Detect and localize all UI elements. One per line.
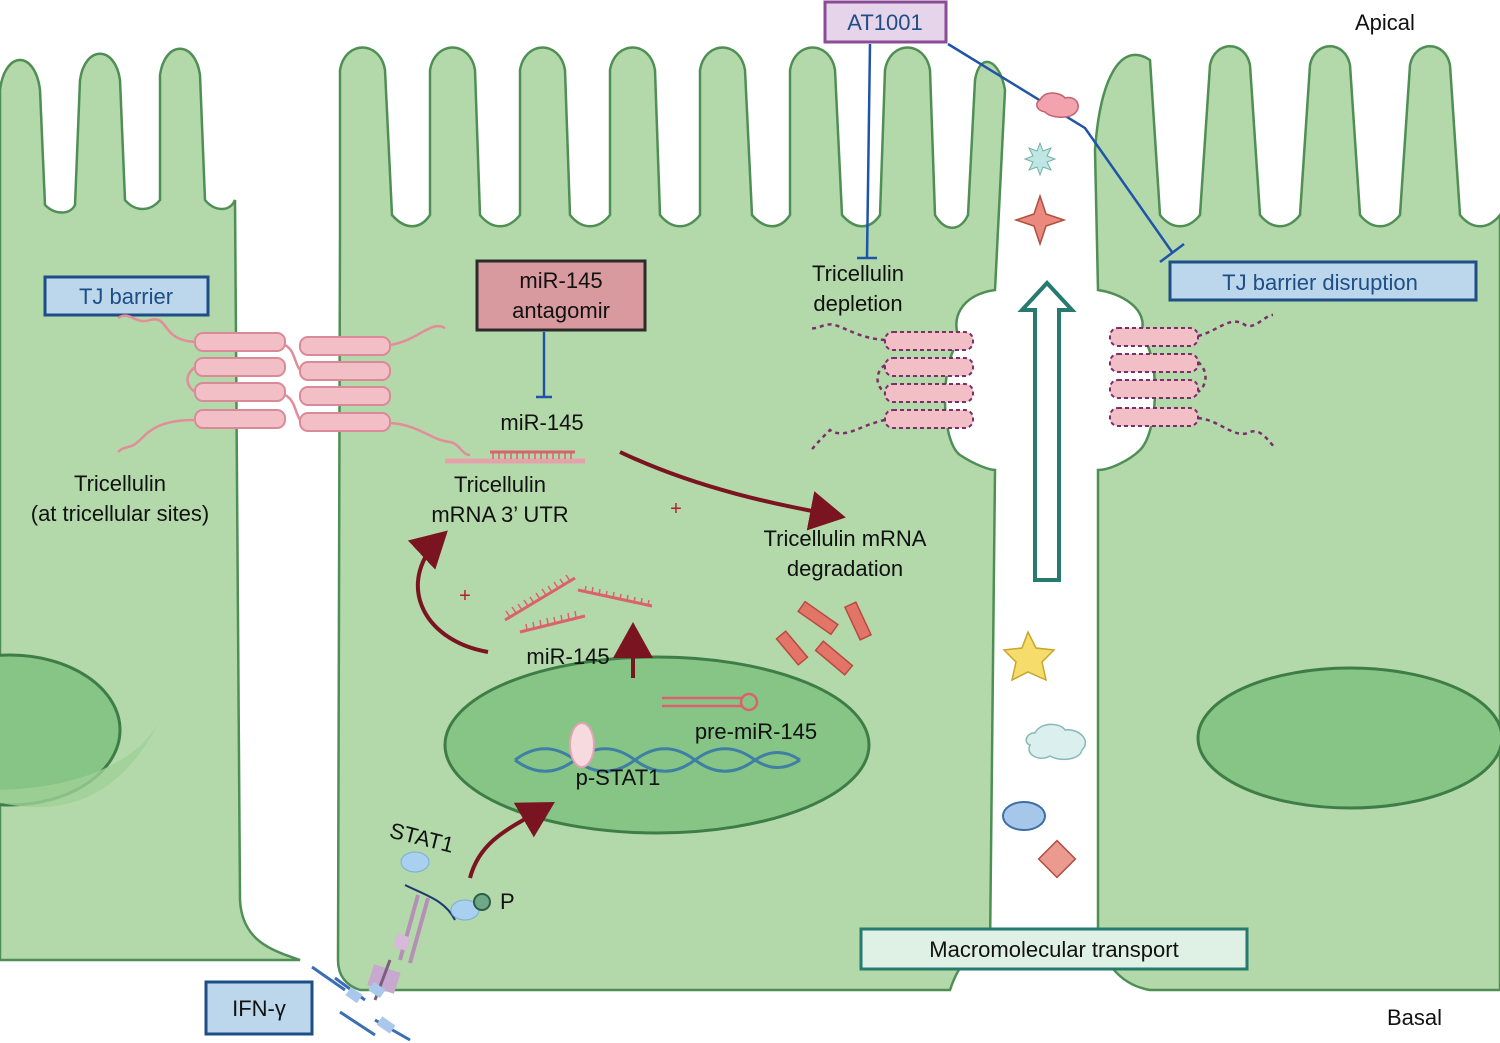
stat1-molecule xyxy=(400,851,430,873)
right-epithelial-cell xyxy=(1093,45,1500,992)
svg-text:Macromolecular transport: Macromolecular transport xyxy=(929,937,1178,962)
svg-text:TJ barrier: TJ barrier xyxy=(79,284,173,309)
mature-mir145-strands xyxy=(504,574,653,634)
degradation-label-1: Tricellulin mRNA xyxy=(764,526,927,551)
svg-text:AT1001: AT1001 xyxy=(847,10,922,35)
macromolecules xyxy=(1002,92,1087,879)
depletion-label-2: depletion xyxy=(813,291,902,316)
tricellulin-left-label-2: (at tricellular sites) xyxy=(31,501,209,526)
mir145-to-utr-arrow xyxy=(407,530,489,654)
at1001-box: AT1001 xyxy=(823,0,948,44)
tricellulin-left-label-1: Tricellulin xyxy=(74,471,166,496)
degradation-label-2: degradation xyxy=(787,556,903,581)
tricellulin-junction-intact xyxy=(117,314,471,457)
tj-barrier-disruption-box: TJ barrier disruption xyxy=(1168,260,1478,302)
right-nucleus xyxy=(1196,666,1500,810)
phosphate-group xyxy=(473,893,491,911)
svg-text:miR-145: miR-145 xyxy=(519,268,602,293)
macromolecular-transport-arrow xyxy=(1017,280,1077,582)
degradation-arrow xyxy=(619,450,846,531)
tj-barrier-box: TJ barrier xyxy=(43,275,210,317)
svg-text:antagomir: antagomir xyxy=(512,298,610,323)
utr-label-2: mRNA 3’ UTR xyxy=(431,502,568,527)
phosphate-label: P xyxy=(500,889,515,914)
tricellulin-junction-depleted-left xyxy=(808,323,974,453)
mir145-mrna-duplex xyxy=(445,450,585,464)
mir145-antagomir-box: miR-145 antagomir xyxy=(475,259,647,332)
ifn-gamma-ligand xyxy=(311,965,411,1042)
phosphorylation-arrow xyxy=(404,884,456,921)
mir145-top-label: miR-145 xyxy=(500,410,583,435)
macromolecular-transport-box: Macromolecular transport xyxy=(859,927,1249,971)
plus-sign-binding: + xyxy=(459,585,471,607)
svg-text:TJ barrier disruption: TJ barrier disruption xyxy=(1222,270,1418,295)
stat1-to-nucleus-arrow xyxy=(468,801,555,879)
pre-mir145-hairpin xyxy=(662,692,759,712)
ifn-gamma-box: IFN-γ xyxy=(204,980,314,1036)
basal-label: Basal xyxy=(1387,1005,1442,1030)
apical-label: Apical xyxy=(1355,10,1415,35)
mir145-mid-label: miR-145 xyxy=(526,644,609,669)
pstat1-on-dna xyxy=(569,722,595,768)
plus-sign-degradation: + xyxy=(670,498,682,520)
pstat1-label: p-STAT1 xyxy=(576,765,661,790)
antagomir-inhibition-line xyxy=(536,332,552,399)
pre-mir145-label: pre-miR-145 xyxy=(695,719,817,744)
depletion-label-1: Tricellulin xyxy=(812,261,904,286)
tricellulin-junction-depleted-right xyxy=(1109,313,1276,449)
at1001-inhibition-lines xyxy=(857,42,1185,263)
left-nucleus xyxy=(0,653,122,807)
svg-text:IFN-γ: IFN-γ xyxy=(232,996,286,1021)
degraded-mrna-fragments xyxy=(775,600,873,676)
utr-label-1: Tricellulin xyxy=(454,472,546,497)
dna-helix xyxy=(514,747,801,773)
middle-nucleus xyxy=(443,655,871,835)
